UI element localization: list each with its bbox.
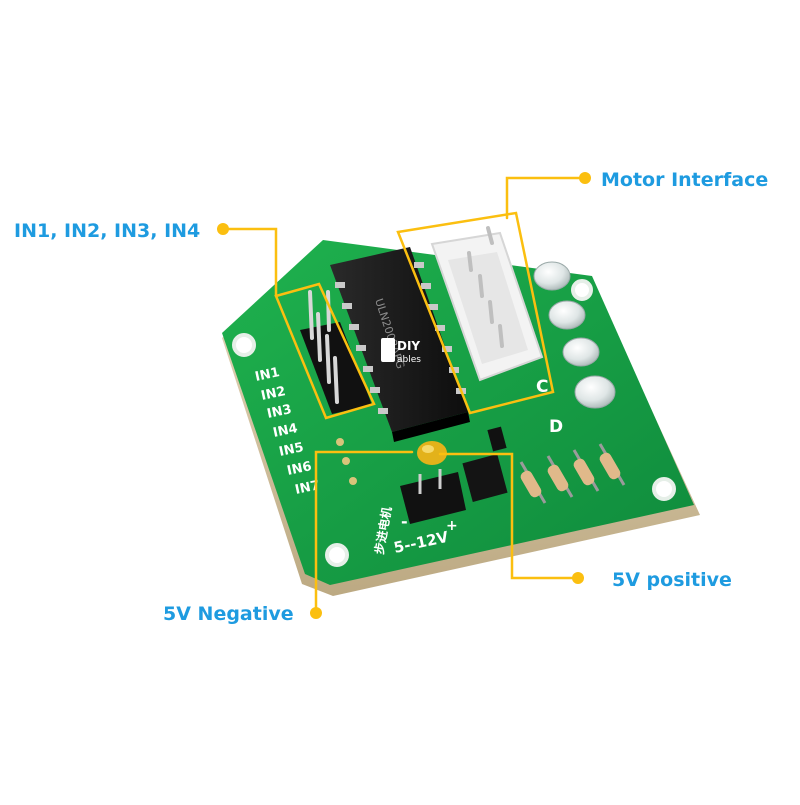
inputs-frame — [274, 282, 376, 420]
mounting-hole — [652, 477, 676, 501]
pin-label-in7: IN7 — [294, 478, 321, 498]
mounting-hole — [571, 279, 593, 301]
resistor — [598, 443, 626, 486]
capacitor — [417, 441, 447, 465]
motor-interface-label: Motor Interface — [601, 169, 769, 191]
svg-text:DIY: DIY — [397, 339, 420, 353]
positive-label: 5V positive — [612, 569, 732, 591]
pin-label-in1: IN1 — [254, 365, 281, 385]
resistor — [519, 461, 547, 504]
negative-leader — [314, 450, 414, 615]
mounting-hole — [232, 333, 256, 357]
negative-label: 5V Negative — [163, 603, 294, 625]
pin-label-in6: IN6 — [286, 459, 313, 479]
pin-label-in4: IN4 — [272, 421, 299, 441]
pin-label-in2: IN2 — [260, 384, 287, 404]
mounting-hole — [325, 543, 349, 567]
led — [562, 337, 600, 367]
positive-leader — [438, 452, 580, 580]
power-plus-mark: + — [446, 518, 458, 534]
pin-label-in5: IN5 — [278, 440, 305, 460]
led-letter-d: D — [549, 417, 563, 437]
driver-chip: ULN2003APG — [330, 247, 470, 442]
inputs-leader — [222, 227, 278, 298]
led — [574, 375, 616, 409]
leader-dot — [572, 572, 584, 584]
leader-dot — [217, 223, 229, 235]
leader-dot — [310, 607, 322, 619]
motor-connector — [430, 226, 544, 382]
leader-dot — [579, 172, 591, 184]
led-letter-c: C — [536, 377, 548, 397]
inputs-label: IN1, IN2, IN3, IN4 — [14, 220, 201, 242]
led — [548, 300, 586, 330]
svg-text:ables: ables — [397, 355, 421, 365]
power-minus-mark: - — [401, 512, 408, 531]
led — [533, 261, 571, 291]
jumper — [462, 426, 508, 502]
input-header — [300, 290, 372, 485]
resistor — [546, 455, 574, 498]
motor-interface-frame — [396, 211, 555, 415]
resistor — [572, 449, 600, 492]
power-header — [400, 469, 466, 524]
pin-label-in3: IN3 — [266, 402, 293, 422]
diyables-logo: DIY ables — [381, 338, 421, 365]
motor-interface-leader — [505, 176, 587, 220]
